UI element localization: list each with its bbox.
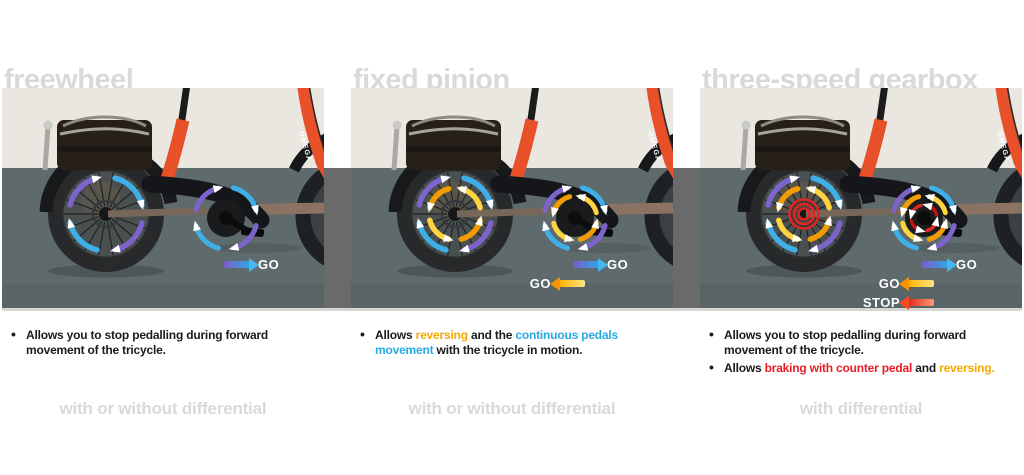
studio-wall	[700, 88, 1022, 168]
motion-labels: GO	[154, 257, 320, 272]
tricycle-photo: OMEGA	[700, 88, 1022, 311]
tricycle-photo: OMEGA	[2, 88, 324, 311]
bullet-item: Allows you to stop pedalling during forw…	[708, 327, 1020, 358]
motion-overlay	[67, 175, 259, 253]
text-segment: movement of the tricycle.	[26, 343, 166, 357]
motion-label-row: GO	[154, 257, 320, 272]
text-segment: movement	[375, 343, 434, 357]
studio-wall	[2, 88, 324, 168]
motion-label: GO	[258, 257, 280, 272]
motion-label-row: STOP	[852, 295, 1018, 310]
motion-arrow-left-icon	[899, 295, 934, 310]
basket	[42, 115, 152, 171]
text-segment: Allows you to stop pedalling during forw…	[724, 328, 967, 342]
panel-fixed-pinion: fixed pinion OMEGA	[351, 0, 673, 475]
bullet-item: Allows reversing and the continuous peda…	[359, 327, 671, 358]
crank-shadow	[212, 243, 302, 253]
bullet-list: Allows reversing and the continuous peda…	[359, 327, 671, 361]
motion-label: GO	[956, 257, 978, 272]
motion-label-row: GO	[852, 276, 1018, 291]
text-segment: and	[912, 361, 940, 375]
panel-divider	[324, 168, 351, 311]
differential-note: with or without differential	[59, 399, 267, 418]
motion-label: GO	[529, 276, 551, 291]
text-segment: with the tricycle in motion.	[433, 343, 583, 357]
studio-wall	[351, 88, 673, 168]
motion-arrow-left-icon	[899, 276, 934, 291]
motion-label-row: GO	[852, 257, 1018, 272]
bullet-list: Allows you to stop pedalling during forw…	[10, 327, 322, 361]
text-segment: Allows	[724, 361, 765, 375]
motion-label-row: GO	[503, 276, 669, 291]
motion-overlay	[765, 175, 957, 253]
motion-labels: GO GO STOP	[852, 257, 1018, 310]
text-segment: reversing	[415, 328, 468, 342]
text-segment: Allows	[375, 328, 416, 342]
panel-three-speed-gearbox: three-speed gearbox OMEGA	[700, 0, 1022, 475]
text-segment: Allows you to stop pedalling during forw…	[26, 328, 269, 342]
motion-overlay	[416, 175, 608, 253]
motion-label-row: GO	[503, 257, 669, 272]
motion-arrow-right-icon	[224, 257, 259, 272]
crank-shadow	[561, 243, 651, 253]
basket	[391, 115, 501, 171]
tricycle-scene: OMEGA	[2, 88, 324, 308]
differential-note: with or without differential	[408, 399, 616, 418]
bullet-list: Allows you to stop pedalling during forw…	[708, 327, 1020, 379]
text-segment: continuous pedals	[515, 328, 618, 342]
text-segment: and the	[467, 328, 516, 342]
motion-label: GO	[607, 257, 629, 272]
text-segment: reversing.	[939, 361, 995, 375]
tricycle-scene: OMEGA	[351, 88, 673, 308]
tricycle-scene: OMEGA	[700, 88, 1022, 308]
panel-divider	[673, 168, 700, 311]
text-segment: movement of the tricycle.	[724, 343, 864, 357]
motion-label: STOP	[862, 295, 900, 310]
text-segment: braking with counter pedal	[764, 361, 913, 375]
tricycle-photo: OMEGA	[351, 88, 673, 311]
panel-freewheel: freewheel OMEGA	[2, 0, 324, 475]
motion-labels: GO GO	[503, 257, 669, 291]
basket	[740, 115, 850, 171]
motion-arrow-right-icon	[922, 257, 957, 272]
motion-arrow-right-icon	[573, 257, 608, 272]
motion-label: GO	[878, 276, 900, 291]
motion-arrow-left-icon	[550, 276, 585, 291]
crank-shadow	[910, 243, 1000, 253]
bullet-item: Allows braking with counter pedal and re…	[708, 360, 1020, 376]
differential-note: with differential	[799, 399, 923, 418]
bullet-item: Allows you to stop pedalling during forw…	[10, 327, 322, 358]
